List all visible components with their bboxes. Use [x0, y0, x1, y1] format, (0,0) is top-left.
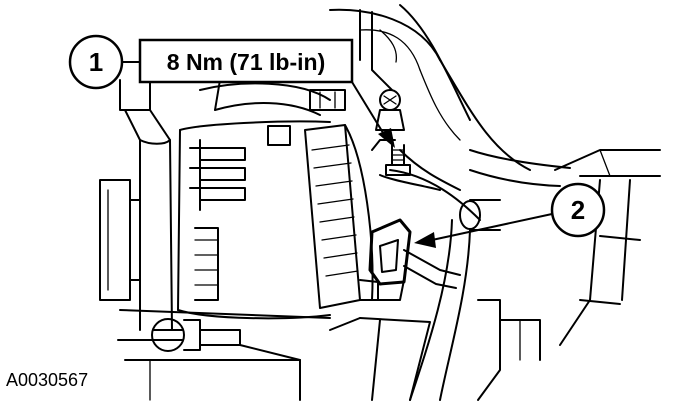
callout-1-number: 1 — [89, 47, 103, 77]
callout-1-label: 8 Nm (71 lb-in) — [167, 49, 325, 75]
callout-2-arrowhead — [414, 232, 436, 248]
callout-1-arrowhead — [378, 128, 395, 148]
engine-structure — [329, 4, 661, 401]
figure-id: A0030567 — [6, 370, 89, 390]
callout-2: 2 — [414, 182, 606, 248]
callout-1-label-box — [138, 38, 354, 84]
alternator — [177, 120, 461, 401]
mounting-bracket — [99, 62, 346, 331]
callout-2-number: 2 — [571, 195, 585, 225]
lower-mount — [117, 309, 331, 401]
callout-2-arrow-line — [431, 213, 553, 241]
callout-1: 1 8 Nm (71 lb-in) — [68, 34, 395, 148]
callout-2-circle — [550, 182, 606, 238]
callout-1-arrow-line — [351, 81, 386, 137]
